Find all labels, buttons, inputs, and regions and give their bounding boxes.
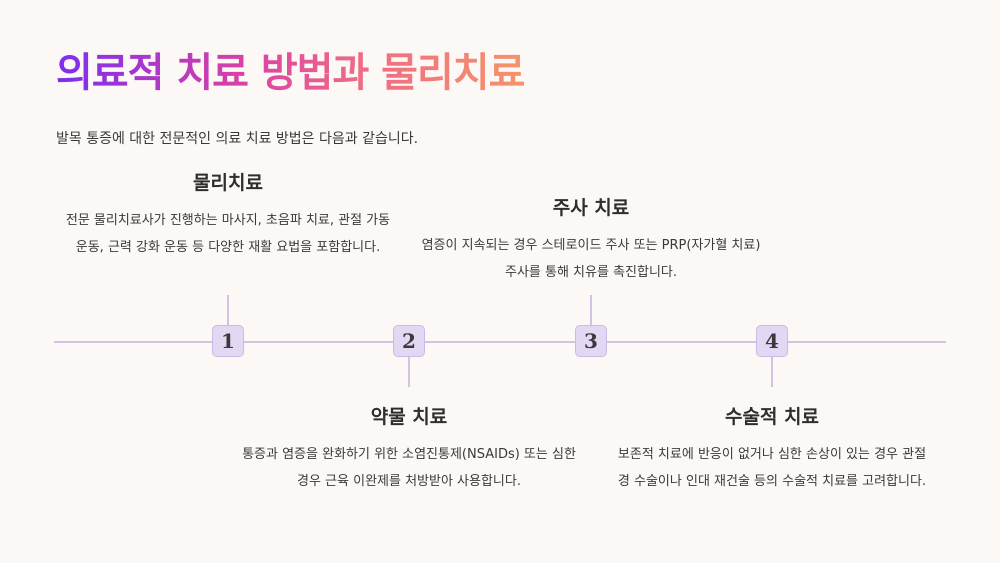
step-card-2: 약물 치료 통증과 염증을 완화하기 위한 소염진통제(NSAIDs) 또는 심… xyxy=(239,402,579,495)
step-marker-2: 2 xyxy=(393,325,425,357)
step-heading: 주사 치료 xyxy=(552,197,630,219)
step-description: 전문 물리치료사가 진행하는 마사지, 초음파 치료, 관절 가동 운동, 근력… xyxy=(65,213,391,255)
step-description: 염증이 지속되는 경우 스테로이드 주사 또는 PRP(자가혈 치료) 주사를 … xyxy=(421,238,761,280)
timeline-stem-4 xyxy=(771,357,773,387)
timeline-line xyxy=(54,341,946,343)
page-title: 의료적 치료 방법과 물리치료 xyxy=(56,40,525,98)
step-heading: 수술적 치료 xyxy=(724,406,819,428)
step-card-1: 물리치료 전문 물리치료사가 진행하는 마사지, 초음파 치료, 관절 가동 운… xyxy=(58,168,398,261)
step-card-3: 주사 치료 염증이 지속되는 경우 스테로이드 주사 또는 PRP(자가혈 치료… xyxy=(421,193,761,286)
step-marker-1: 1 xyxy=(212,325,244,357)
step-description: 통증과 염증을 완화하기 위한 소염진통제(NSAIDs) 또는 심한 경우 근… xyxy=(242,447,576,489)
step-description: 보존적 치료에 반응이 없거나 심한 손상이 있는 경우 관절경 수술이나 인대… xyxy=(617,447,927,489)
page-subtitle: 발목 통증에 대한 전문적인 의료 치료 방법은 다음과 같습니다. xyxy=(56,131,419,147)
step-marker-3: 3 xyxy=(575,325,607,357)
step-heading: 물리치료 xyxy=(193,172,263,194)
timeline-stem-3 xyxy=(590,295,592,325)
step-marker-4: 4 xyxy=(756,325,788,357)
timeline-stem-1 xyxy=(227,295,229,325)
step-card-4: 수술적 치료 보존적 치료에 반응이 없거나 심한 손상이 있는 경우 관절경 … xyxy=(612,402,932,495)
step-heading: 약물 치료 xyxy=(370,406,448,428)
timeline-stem-2 xyxy=(408,357,410,387)
